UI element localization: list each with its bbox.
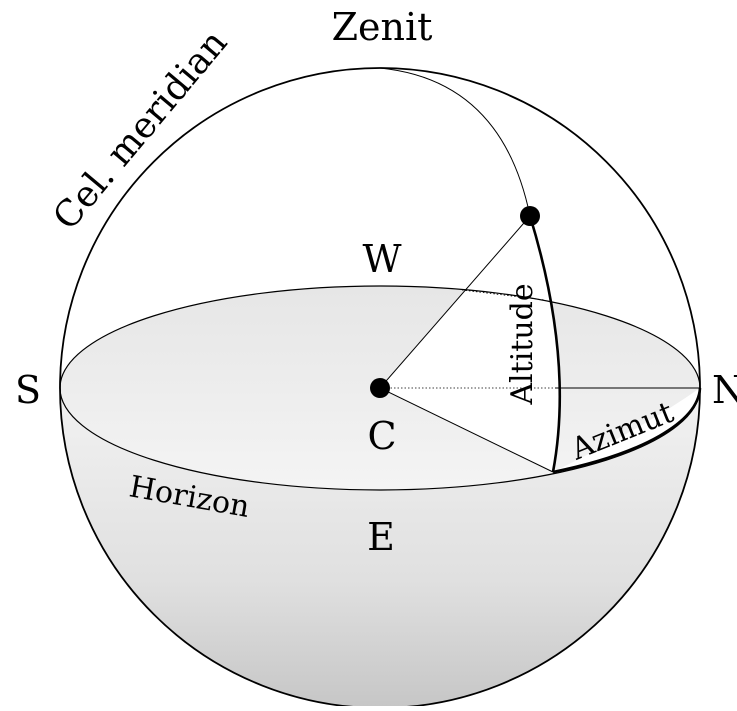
west-label: W	[362, 237, 401, 281]
center-point	[370, 378, 390, 398]
meridian-label: Cel. meridian	[45, 23, 235, 238]
azimuth-arc	[552, 387, 702, 474]
vertical-circle	[379, 67, 531, 217]
south-label: S	[15, 368, 41, 412]
altitude-sector	[380, 216, 560, 472]
star-point	[520, 206, 540, 226]
zenith-label: Zenit	[332, 5, 433, 49]
lower-hemisphere	[60, 388, 700, 708]
center-label: C	[367, 414, 396, 458]
line-to-star	[379, 215, 531, 389]
line-to-horizon-point	[379, 387, 554, 473]
north-label: N	[712, 368, 737, 412]
altitude-label: Altitude	[505, 283, 540, 405]
east-label: E	[367, 515, 395, 559]
altitude-arc	[528, 215, 562, 473]
